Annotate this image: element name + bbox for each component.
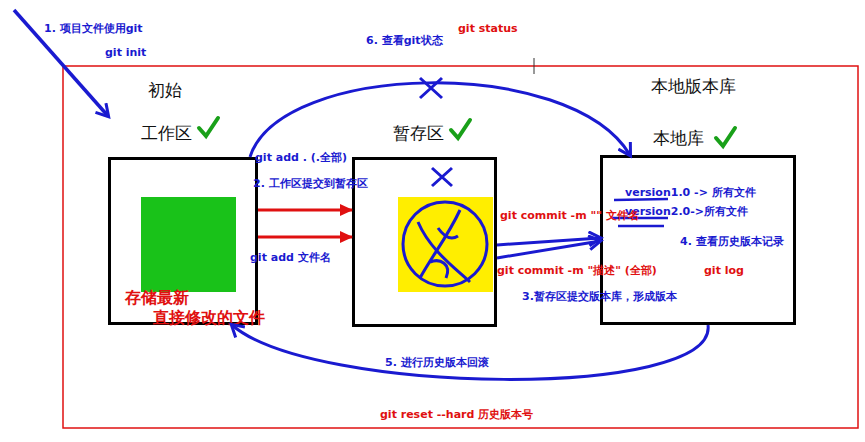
box-note: 存储最新 直接修改的文件 bbox=[125, 288, 303, 328]
step-label: 1. 项目文件使用git bbox=[44, 22, 143, 36]
scribble bbox=[403, 168, 487, 286]
flow-arrow bbox=[258, 236, 352, 239]
command-label: git log bbox=[704, 264, 744, 278]
area-heading: 本地版本库 bbox=[651, 76, 736, 97]
command-label: git commit -m "描述" (全部) bbox=[497, 264, 657, 278]
cross-mark bbox=[420, 78, 442, 98]
box-heading: 本地库 bbox=[653, 128, 704, 149]
yellow-square bbox=[398, 197, 493, 292]
command-label: git status bbox=[458, 22, 518, 36]
outer-frame bbox=[63, 66, 858, 428]
version-entry: version1.0 -> 所有文件 bbox=[625, 186, 756, 200]
command-label: git commit -m "" 文件名 bbox=[500, 209, 639, 223]
flow-arrow bbox=[250, 83, 630, 157]
box-heading: 工作区 bbox=[141, 123, 192, 144]
step-label: 2. 工作区提交到暂存区 bbox=[253, 177, 368, 191]
command-label: 5. 进行历史版本回滚 bbox=[385, 356, 489, 370]
command-label: git init bbox=[105, 46, 146, 60]
command-label: git reset --hard 历史版本号 bbox=[380, 408, 533, 422]
step-label: 4. 查看历史版本记录 bbox=[680, 235, 784, 249]
cursor bbox=[534, 58, 535, 74]
command-label: git add 文件名 bbox=[250, 251, 331, 265]
flow-arrow bbox=[232, 325, 708, 379]
command-label: git add . (.全部) bbox=[255, 151, 347, 165]
version-entry: version2.0->所有文件 bbox=[625, 205, 748, 219]
area-box: 暂存区 bbox=[352, 157, 497, 327]
step-label: 3.暂存区提交版本库，形成版本 bbox=[522, 290, 677, 304]
green-square bbox=[141, 197, 236, 292]
flow-arrow bbox=[497, 238, 600, 245]
flow-arrow bbox=[258, 209, 352, 212]
area-box: 工作区存储最新 直接修改的文件 bbox=[108, 157, 258, 325]
step-label: 6. 查看git状态 bbox=[366, 34, 443, 48]
flow-arrow bbox=[497, 241, 600, 258]
area-heading: 初始 bbox=[148, 80, 182, 101]
box-heading: 暂存区 bbox=[393, 123, 444, 144]
